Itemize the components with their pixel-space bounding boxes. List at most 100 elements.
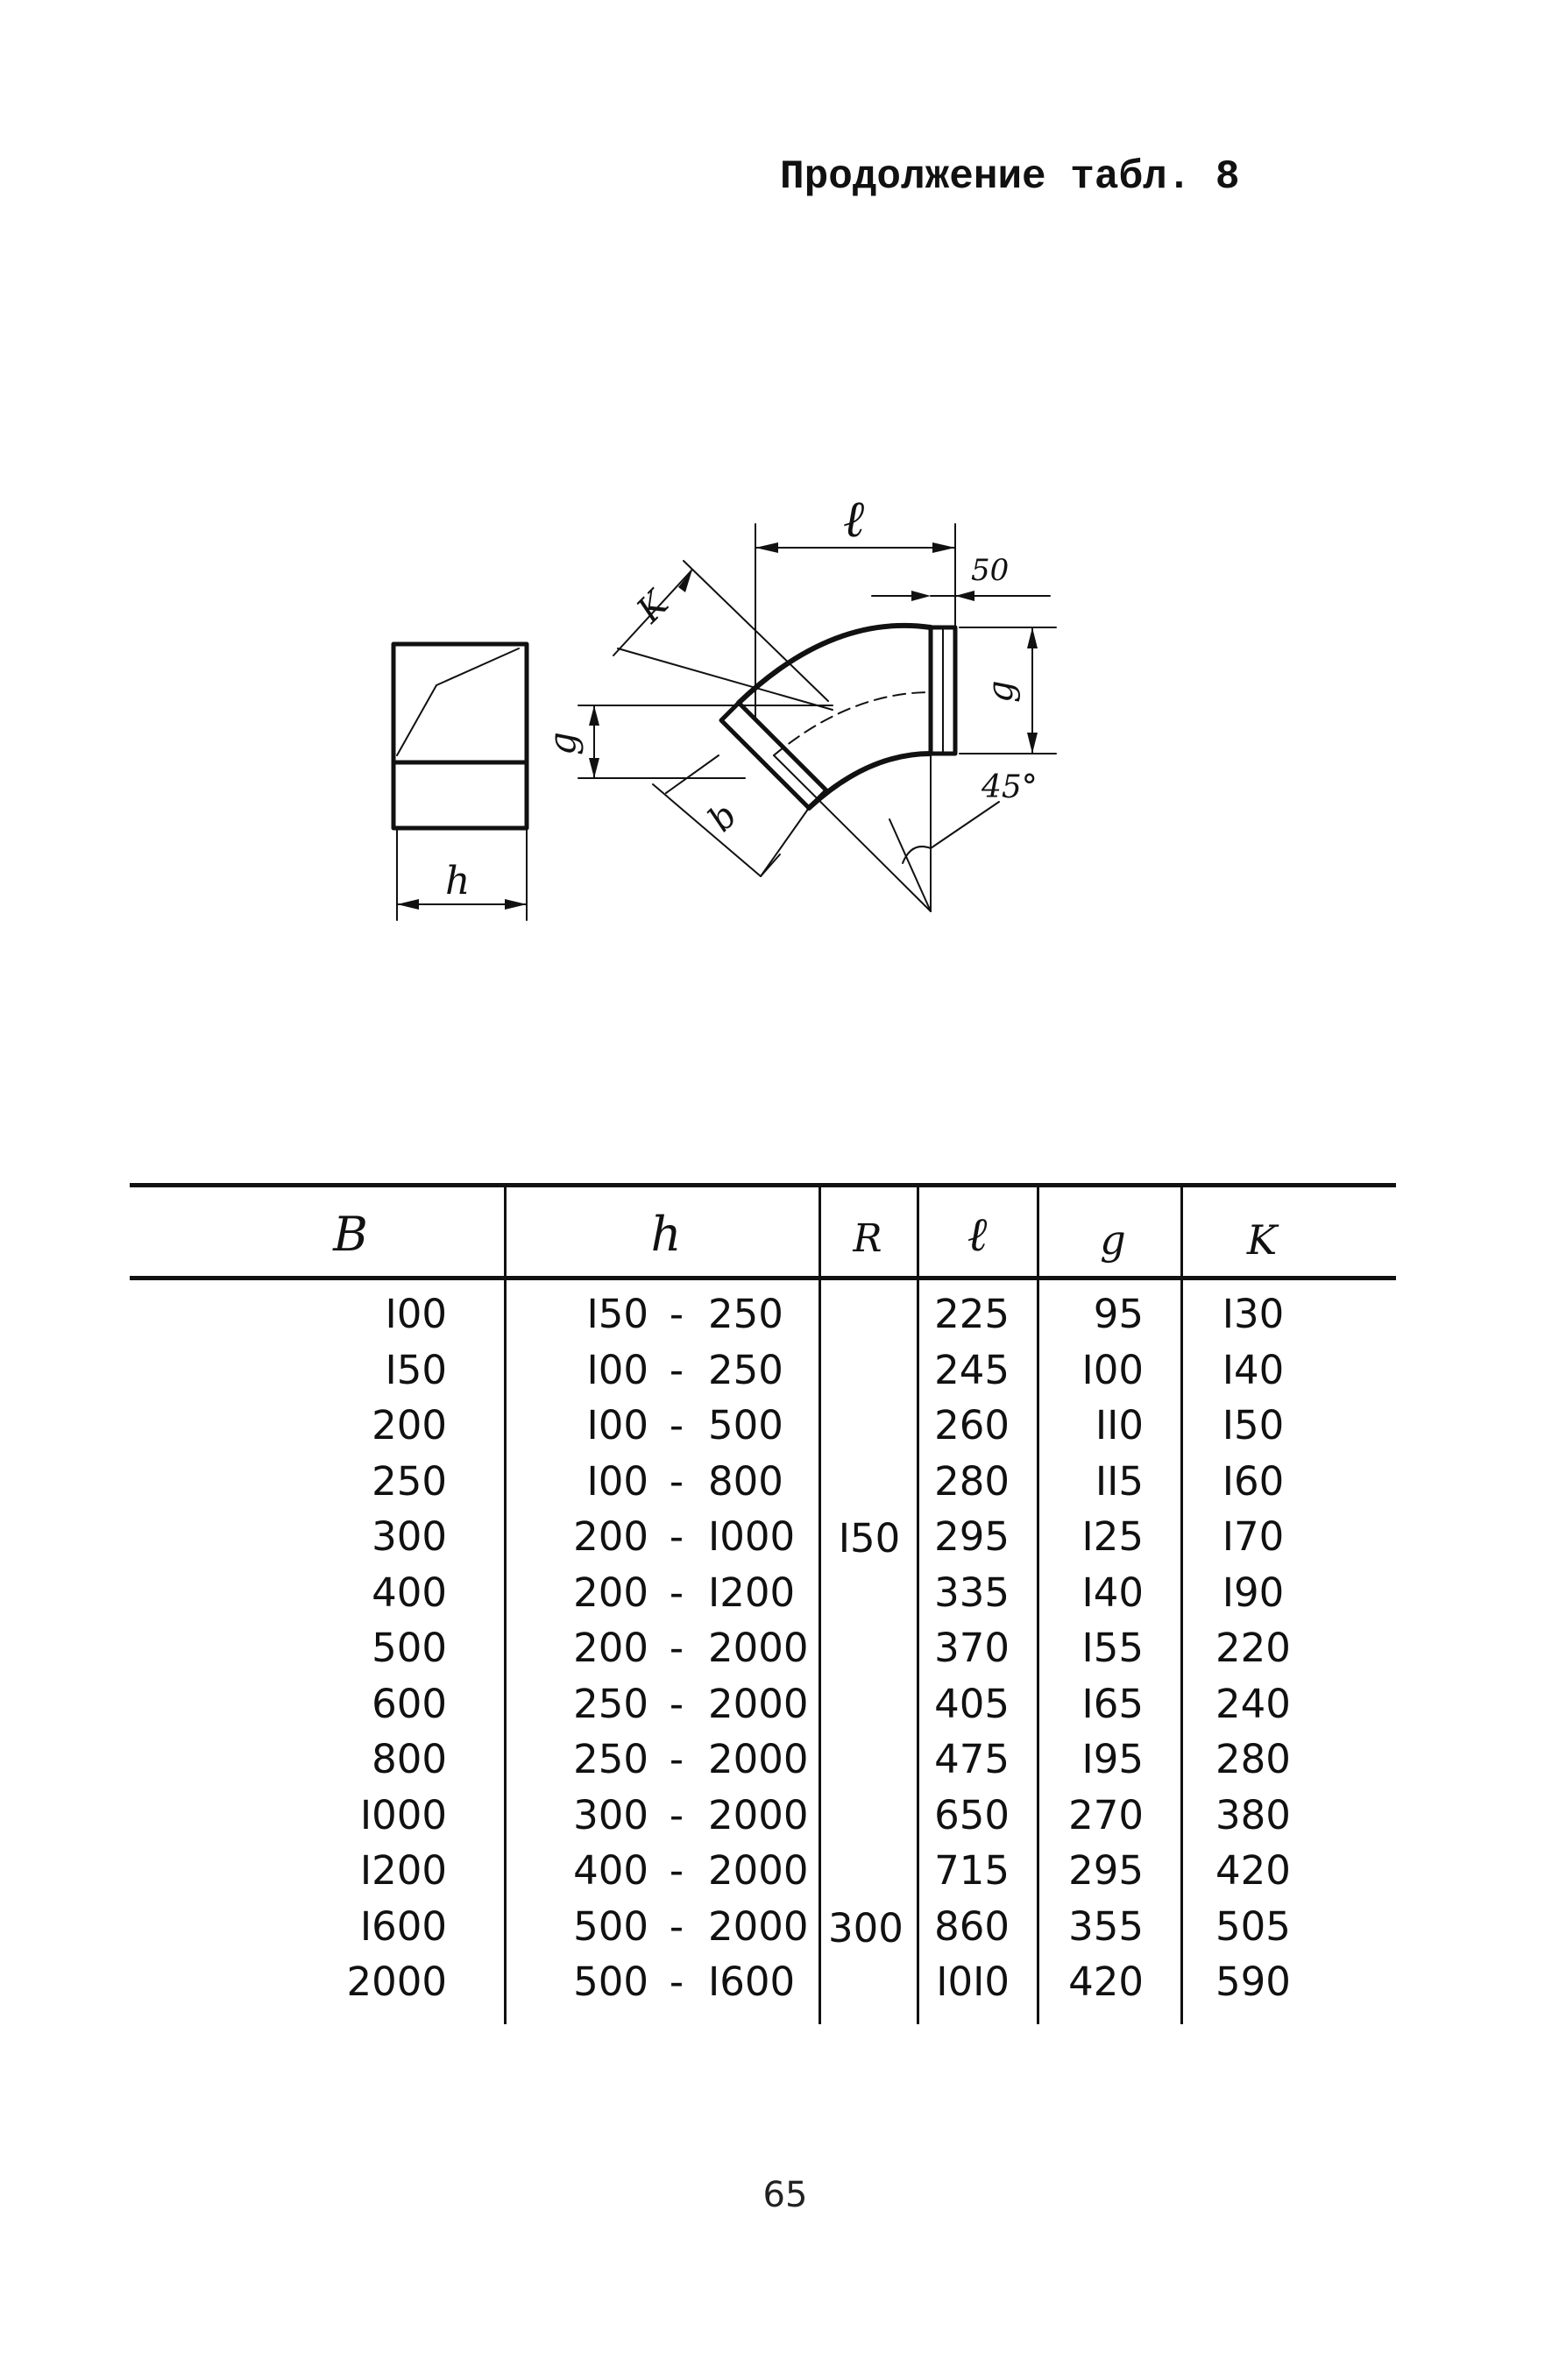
cell-h-dash: - [669,1681,684,1727]
cell-h-dash: - [669,1625,684,1671]
cell-g: 420 [1068,1959,1144,2005]
cell-g: 295 [1068,1847,1144,1894]
cell-h-from: 250 [573,1736,648,1782]
elbow-drawing: ℓ 50 K g g b h 45° [391,489,1057,921]
r-value-upper: I50 [838,1515,901,1562]
drawing-label-g-right: g [981,680,1021,703]
cell-h-dash: - [669,1847,684,1894]
cross-section-view [391,641,529,921]
cell-h-to: 2000 [708,1847,809,1894]
cell-h-to: I200 [708,1569,796,1616]
cell-h-from: 250 [573,1681,648,1727]
cell-b: 2000 [346,1959,447,2005]
cell-l: 245 [934,1347,1010,1393]
table-top-rule [130,1183,1396,1187]
cell-h-to: 2000 [708,1903,809,1950]
cell-k: 505 [1215,1903,1291,1950]
cell-b: I00 [385,1291,447,1337]
drawing-label-b: b [701,796,746,840]
cell-b: 300 [372,1513,447,1560]
column-divider-4 [1037,1187,1039,2024]
drawing-label-50: 50 [971,553,1009,588]
cell-b: I600 [359,1903,447,1950]
cell-h-dash: - [669,1291,684,1337]
cell-g: I25 [1081,1513,1144,1560]
cell-h-dash: - [669,1792,684,1838]
cell-l: 475 [934,1736,1010,1782]
cell-h-to: 250 [708,1291,783,1337]
cell-h-to: 250 [708,1347,783,1393]
cell-h-dash: - [669,1569,684,1616]
cell-k: 220 [1215,1625,1291,1671]
cell-h-from: 300 [573,1792,648,1838]
cell-h-dash: - [669,1513,684,1560]
drawing-label-h: h [445,859,470,903]
cell-h-to: 2000 [708,1792,809,1838]
cell-h-dash: - [669,1959,684,2005]
cell-k: I60 [1222,1458,1285,1505]
cell-b: 600 [372,1681,447,1727]
drawing-label-k: K [628,583,677,632]
cell-l: 335 [934,1569,1010,1616]
cell-h-from: 500 [573,1959,648,2005]
cell-k: I70 [1222,1513,1285,1560]
cell-k: 420 [1215,1847,1291,1894]
cell-h-to: 800 [708,1458,783,1505]
cell-h-from: 500 [573,1903,648,1950]
cell-b: 250 [372,1458,447,1505]
cell-k: I40 [1222,1347,1285,1393]
cell-h-to: I000 [708,1513,796,1560]
cell-b: I000 [359,1792,447,1838]
column-divider-2 [819,1187,821,2024]
cell-g: I55 [1081,1625,1144,1671]
cell-h-from: 400 [573,1847,648,1894]
cell-g: I95 [1081,1736,1144,1782]
cell-l: 295 [934,1513,1010,1560]
cell-b: 400 [372,1569,447,1616]
cell-h-dash: - [669,1458,684,1505]
cell-h-from: I00 [586,1458,648,1505]
cell-k: 280 [1215,1736,1291,1782]
cell-h-to: 500 [708,1402,783,1449]
cell-h-dash: - [669,1402,684,1449]
cell-h-to: 2000 [708,1625,809,1671]
cell-l: 260 [934,1402,1010,1449]
cell-h-from: 200 [573,1513,648,1560]
drawing-label-angle: 45° [981,769,1038,805]
cell-h-to: 2000 [708,1681,809,1727]
cell-l: I0I0 [936,1959,1010,2005]
cell-b: 200 [372,1402,447,1449]
cell-l: 405 [934,1681,1010,1727]
cell-b: I200 [359,1847,447,1894]
dimension-lines [578,523,1057,912]
cell-h-from: I50 [586,1291,648,1337]
cell-h-from: 200 [573,1625,648,1671]
header-h: h [650,1207,682,1262]
cell-k: 240 [1215,1681,1291,1727]
table-header-rule [130,1276,1396,1280]
cell-g: 355 [1068,1903,1144,1950]
cell-h-to: I600 [708,1959,796,2005]
header-b: B [333,1207,368,1262]
cell-b: 800 [372,1736,447,1782]
cell-b: I50 [385,1347,447,1393]
cell-l: 280 [934,1458,1010,1505]
cell-k: I50 [1222,1402,1285,1449]
cell-l: 370 [934,1625,1010,1671]
cell-l: 860 [934,1903,1010,1950]
cell-k: I90 [1222,1569,1285,1616]
elbow-body [719,622,958,811]
cell-g: I65 [1081,1681,1144,1727]
cell-h-dash: - [669,1347,684,1393]
cell-g: II0 [1095,1402,1144,1449]
drawing-label-g-left: g [541,732,584,755]
header-k: K [1246,1216,1278,1264]
cell-k: 590 [1215,1959,1291,2005]
cell-g: 95 [1093,1291,1144,1337]
cell-l: 715 [934,1847,1010,1894]
cell-l: 225 [934,1291,1010,1337]
cell-g: 270 [1068,1792,1144,1838]
cell-k: I30 [1222,1291,1285,1337]
cell-g: I00 [1081,1347,1144,1393]
page-number: 65 [762,2175,808,2215]
